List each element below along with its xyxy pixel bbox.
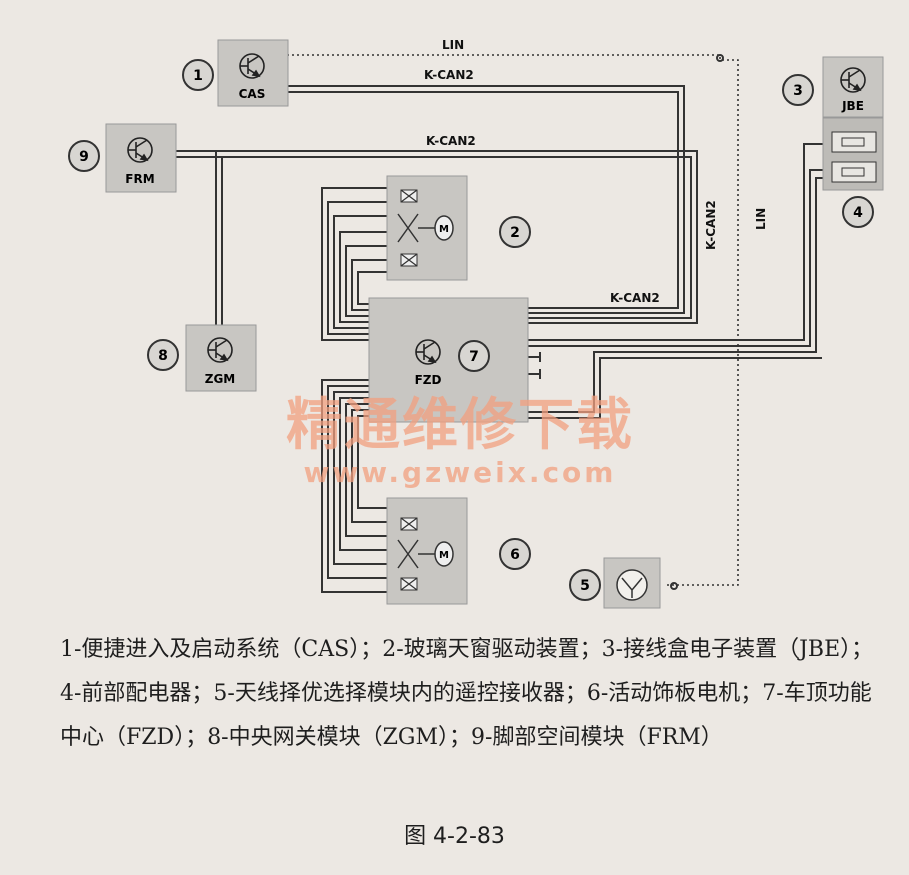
badge-2: 2 (499, 216, 531, 248)
module-panel-motor: M (386, 497, 468, 605)
kcan-label-frm: K-CAN2 (426, 134, 476, 148)
badge-4: 4 (842, 196, 874, 228)
fzd-drive-wire-1 (321, 187, 387, 341)
wires (176, 54, 823, 593)
fzd-drive-wire-7 (357, 271, 387, 305)
svg-text:8: 8 (158, 348, 168, 364)
fzd-drive-wire-2 (327, 201, 387, 335)
badge-5: 5 (569, 569, 601, 601)
fuse-1 (831, 131, 877, 153)
module-glass-drive: M (386, 175, 468, 281)
fzd-motor-wire-4 (339, 397, 387, 551)
module-frm: FRM (105, 123, 177, 193)
kcan-wire-cas-b (287, 91, 679, 309)
transistor-icon (127, 137, 153, 163)
svg-text:1: 1 (193, 68, 203, 84)
kcan-wire-frm-b (176, 156, 692, 319)
kcan-wire-frm-a (176, 150, 698, 324)
fzd-drive-wire-3 (333, 215, 387, 329)
svg-text:3: 3 (793, 83, 803, 99)
frm-label: FRM (125, 172, 154, 186)
fzd-motor-wire-3 (333, 391, 387, 565)
badge-8: 8 (147, 339, 179, 371)
zgm-label: ZGM (205, 372, 236, 386)
fzd-jbe-wire-c (528, 177, 823, 413)
kcan-label-fzd: K-CAN2 (610, 291, 660, 305)
module-front-distributor (822, 117, 884, 191)
svg-text:6: 6 (510, 547, 520, 563)
module-zgm: ZGM (185, 324, 257, 392)
figure-number: 图 4-2-83 (404, 824, 505, 849)
fzd-jbe-wire-a (528, 143, 823, 341)
watermark-title: 精通维修下载 (286, 392, 634, 458)
kcan-label-top: K-CAN2 (424, 68, 474, 82)
module-jbe: JBE (822, 56, 884, 118)
lin-label-vertical: LIN (754, 208, 768, 230)
watermark: 精通维修下载 www.gzweix.com (260, 395, 660, 491)
fzd-jbe-wire-d (528, 357, 822, 419)
badge-3: 3 (782, 74, 814, 106)
kcan-label-vertical: K-CAN2 (704, 200, 718, 250)
watermark-url: www.gzweix.com (303, 456, 617, 489)
figure-caption: 1-便捷进入及启动系统（CAS）；2-玻璃天窗驱动装置；3-接线盒电子装置（JB… (60, 637, 874, 750)
fuse-icon (841, 137, 865, 147)
cas-label: CAS (239, 87, 266, 101)
svg-text:M: M (439, 550, 449, 561)
badge-1: 1 (182, 59, 214, 91)
transistor-icon (239, 53, 265, 79)
fzd-drive-wire-4 (339, 231, 387, 323)
svg-text:7: 7 (469, 349, 479, 365)
fzd-motor-wire-1 (321, 379, 387, 593)
module-cas: CAS (217, 39, 289, 107)
fzd-motor-wire-6 (351, 409, 387, 523)
svg-text:4: 4 (853, 205, 863, 221)
antenna-icon (616, 569, 648, 601)
fzd-motor-wire-2 (327, 385, 387, 579)
badge-7: 7 (458, 340, 490, 372)
badge-9: 9 (68, 140, 100, 172)
fzd-motor-wire-7 (357, 415, 387, 509)
lin-label-top: LIN (442, 38, 464, 52)
lin-node-top (716, 54, 724, 62)
svg-text:M: M (439, 224, 449, 235)
transistor-icon (840, 67, 866, 93)
kcan-wire-cas-a (287, 85, 685, 314)
fzd-drive-wire-5 (345, 245, 387, 317)
jbe-label: JBE (841, 99, 864, 113)
transistor-icon (207, 337, 233, 363)
svg-text:2: 2 (510, 225, 520, 241)
fzd-motor-wire-5 (345, 403, 387, 537)
badge-6: 6 (499, 538, 531, 570)
fzd-label: FZD (415, 373, 442, 387)
module-receiver (603, 557, 661, 609)
module-fzd: FZD (368, 297, 529, 423)
svg-text:9: 9 (79, 149, 89, 165)
lin-node-bottom (670, 582, 678, 590)
fuse-icon (841, 167, 865, 177)
fzd-drive-wire-6 (351, 259, 387, 311)
wiring-diagram: CAS FRM ZGM FZD (68, 38, 884, 609)
svg-text:5: 5 (580, 578, 590, 594)
lin-wire-top (287, 54, 721, 60)
transistor-icon (415, 339, 441, 365)
fuse-2 (831, 161, 877, 183)
fzd-jbe-wire-b (528, 169, 823, 347)
